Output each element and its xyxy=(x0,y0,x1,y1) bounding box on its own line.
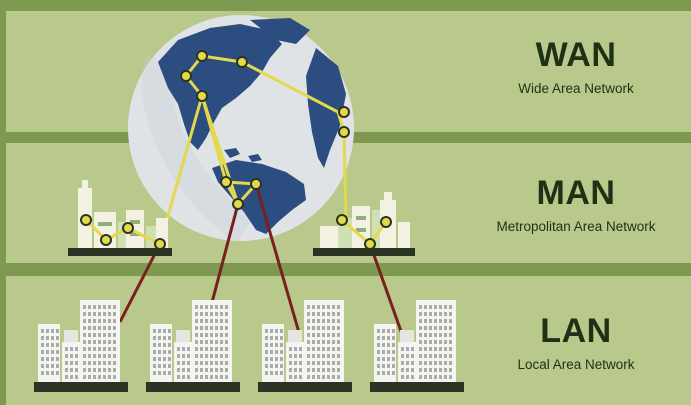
office-buildings-icon xyxy=(34,300,128,392)
lan-title: LAN xyxy=(540,312,612,350)
office-buildings-icon xyxy=(370,300,464,392)
man-label-block: MAN Metropolitan Area Network xyxy=(476,174,676,236)
wan-title: WAN xyxy=(535,36,617,74)
lan-subtitle: Local Area Network xyxy=(517,357,635,372)
man-subtitle: Metropolitan Area Network xyxy=(496,219,656,234)
man-title: MAN xyxy=(536,174,616,212)
wan-subtitle: Wide Area Network xyxy=(518,81,634,96)
lan-label-block: LAN Local Area Network xyxy=(476,312,676,374)
office-buildings-icon xyxy=(258,300,352,392)
wan-label-block: WAN Wide Area Network xyxy=(476,36,676,98)
office-buildings-icon xyxy=(146,300,240,392)
lan-links xyxy=(118,183,404,337)
network-nodes xyxy=(80,50,392,250)
